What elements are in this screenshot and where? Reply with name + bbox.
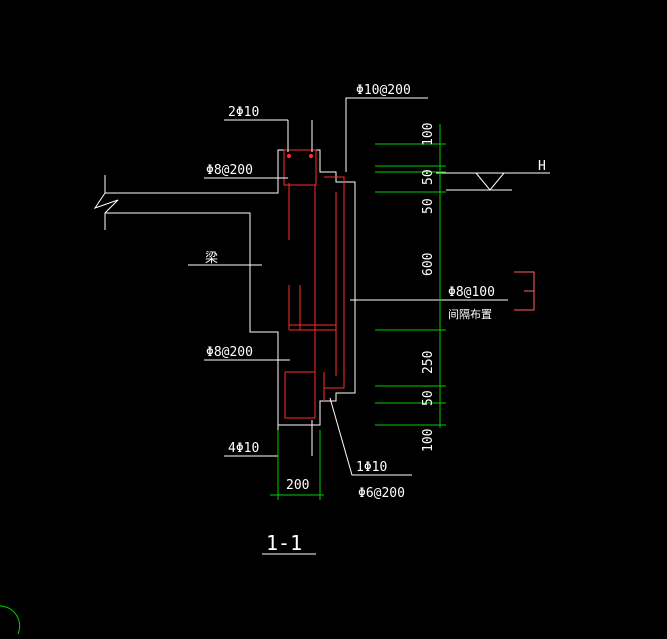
leader-lines: [188, 97, 508, 476]
label-beam: 梁: [205, 251, 218, 266]
top-slab-outline: [105, 149, 356, 426]
outer-vertical-rebar: [324, 176, 345, 389]
break-symbol: [93, 175, 119, 230]
rebar-group: [283, 149, 345, 419]
vdim-text-6: 50: [421, 390, 436, 406]
section-title: 1-1: [266, 531, 302, 555]
label-single-stirrup: Φ6@200: [358, 486, 405, 501]
label-bottom-stirrup: Φ8@200: [206, 345, 253, 360]
leader-phi10-200: [345, 97, 428, 172]
vdim-text-7: 100: [421, 429, 436, 452]
concrete-outline: [93, 149, 356, 426]
label-vertical-bar: Φ10@200: [356, 83, 411, 98]
hdim-text: 200: [286, 478, 309, 493]
bottom-stirrup-rebar: [284, 371, 316, 419]
vdim-text-4: 600: [421, 253, 436, 276]
label-water-level: H: [538, 159, 546, 174]
label-side-bar: Φ8@100: [448, 285, 495, 300]
vdim-text-3: 50: [421, 198, 436, 214]
vdim-text-1: 100: [421, 123, 436, 146]
vdim-text-2: 50: [421, 169, 436, 185]
horizontal-dimension: [270, 430, 324, 500]
corner-arc: [0, 605, 21, 635]
water-level-triangle: [475, 172, 505, 191]
vertical-dimension-chain: [375, 124, 446, 428]
vdim-text-5: 250: [421, 351, 436, 374]
top-stirrup-rebar: [283, 149, 317, 186]
water-level-symbol: [436, 172, 550, 191]
label-single-bar: 1Φ10: [356, 460, 387, 475]
leader-1phi10: [329, 397, 412, 476]
label-side-bar-note: 间隔布置: [448, 308, 492, 321]
label-top-stirrup: Φ8@200: [206, 163, 253, 178]
label-bottom-longitudinal: 4Φ10: [228, 441, 259, 456]
label-top-longitudinal: 2Φ10: [228, 105, 259, 120]
top-bar-dot-left: [286, 153, 292, 159]
top-bar-dot-right: [308, 153, 314, 159]
